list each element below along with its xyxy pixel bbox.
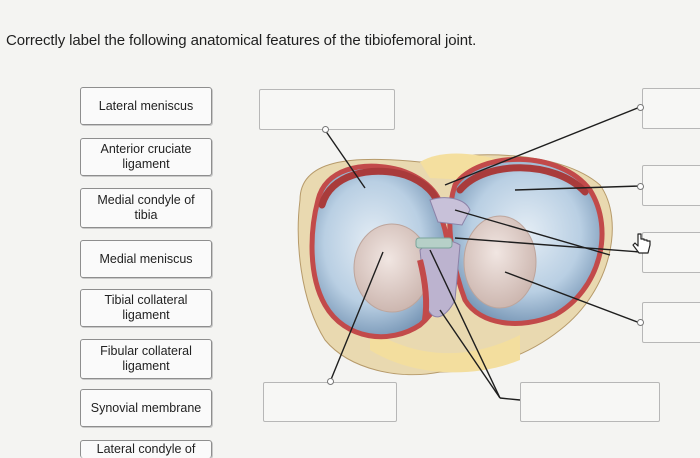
drop-zone-4[interactable]: [642, 232, 700, 273]
lateral-articular-surface: [463, 215, 537, 309]
connector-dot: [637, 183, 644, 190]
posterior-cruciate-ligament: [429, 197, 471, 226]
drop-zone-5[interactable]: [642, 302, 700, 343]
lateral-meniscus-band: [456, 164, 589, 196]
drop-zone-3[interactable]: [642, 165, 700, 206]
label-chip-tibial-collateral-ligament[interactable]: Tibial collateral ligament: [80, 289, 212, 327]
drop-zone-1[interactable]: [259, 89, 395, 130]
label-chip-lateral-meniscus[interactable]: Lateral meniscus: [80, 87, 212, 125]
label-chip-synovial-membrane[interactable]: Synovial membrane: [80, 389, 212, 427]
hand-cursor-icon: [632, 233, 651, 254]
label-chip-medial-meniscus[interactable]: Medial meniscus: [80, 240, 212, 278]
question-prompt: Correctly label the following anatomical…: [6, 32, 477, 49]
connector-dot: [637, 104, 644, 111]
connector-dot: [327, 378, 334, 385]
label-chip-lateral-condyle[interactable]: Lateral condyle of: [80, 440, 212, 458]
drop-zone-6[interactable]: [263, 382, 397, 422]
label-chip-fibular-collateral-ligament[interactable]: Fibular collateral ligament: [80, 339, 212, 379]
drop-zone-2[interactable]: [642, 88, 700, 129]
medial-articular-surface: [353, 223, 431, 313]
drop-zone-7[interactable]: [520, 382, 660, 422]
label-chip-anterior-cruciate-ligament[interactable]: Anterior cruciate ligament: [80, 138, 212, 176]
connector-dot: [637, 319, 644, 326]
medial-meniscus-band: [318, 167, 442, 212]
leader-lines: [324, 106, 641, 401]
connector-dot: [322, 126, 329, 133]
label-chip-medial-condyle-of-tibia[interactable]: Medial condyle of tibia: [80, 188, 212, 228]
